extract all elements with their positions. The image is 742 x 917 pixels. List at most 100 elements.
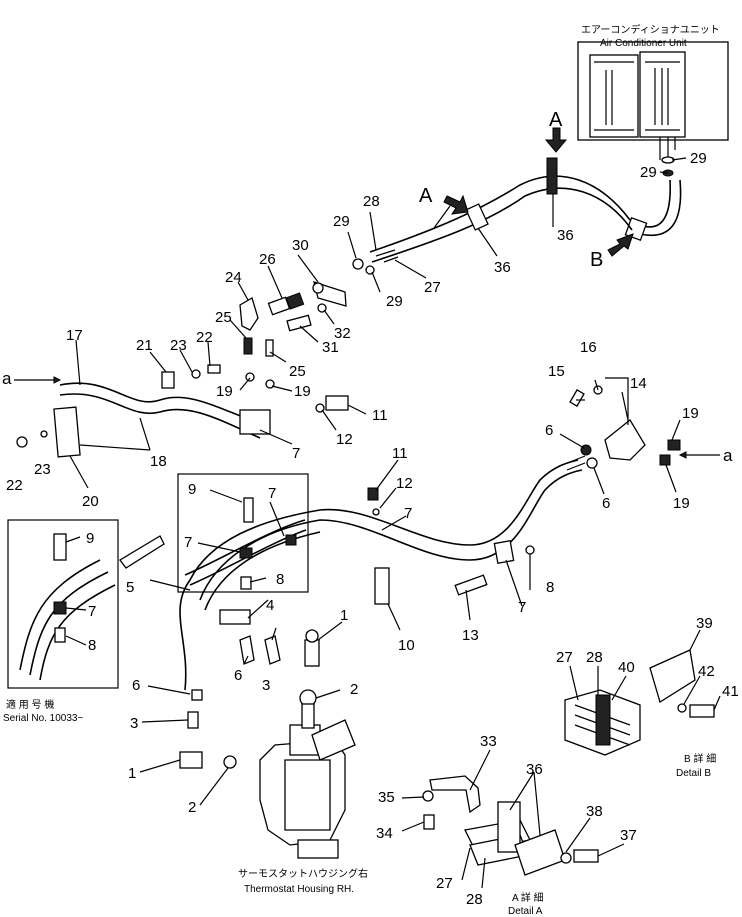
callout-1: 1 [128,765,136,782]
callout-34: 34 [376,825,393,842]
thermostat-label-jp: サーモスタットハウジング右 [238,867,368,880]
callout-numbers: 29 29 36 36 28 27 29 29 30 26 24 25 32 3… [6,150,739,908]
arrow-b: B [590,249,603,271]
callout-19: 19 [294,383,311,400]
callout-30: 30 [292,237,309,254]
callout-26: 26 [259,251,276,268]
callout-41: 41 [722,683,739,700]
thermostat-housing [179,629,356,859]
flow-a-left: a [2,369,12,388]
callout-36: 36 [526,761,543,778]
serial-label-en: Serial No. 10033~ [3,713,83,724]
upper-hoses [352,127,634,275]
callout-12: 12 [336,431,353,448]
callout-4: 4 [266,597,274,614]
thermostat-label-en: Thermostat Housing RH. [244,884,354,895]
callout-6: 6 [602,495,610,512]
callout-11: 11 [392,445,408,462]
callout-39: 39 [696,615,713,632]
callout-16: 16 [580,339,597,356]
callout-35: 35 [378,789,395,806]
callout-19: 19 [673,495,690,512]
callout-40: 40 [618,659,635,676]
callout-36: 36 [494,259,511,276]
callout-2: 2 [350,681,358,698]
callout-23: 23 [34,461,51,478]
arrow-a-left: A [419,185,433,207]
callout-2: 2 [188,799,196,816]
air-conditioner-label-jp: エアーコンディショナユニット [581,23,720,36]
callout-23: 23 [170,337,187,354]
callout-31: 31 [322,339,339,356]
serial-detail [19,533,116,681]
callout-29: 29 [690,150,707,167]
callout-27: 27 [424,279,441,296]
left-hose-assembly [16,364,349,458]
detail-a-label-jp: A 詳 細 [512,891,544,904]
callout-7: 7 [518,599,526,616]
flow-a-right: a [723,446,733,465]
callout-8: 8 [88,637,96,654]
callout-19: 19 [682,405,699,422]
callout-25: 25 [289,363,306,380]
callout-22: 22 [6,477,23,494]
callout-37: 37 [620,827,637,844]
callout-3: 3 [262,677,270,694]
clamp-detail [184,497,307,590]
detail-box-serial [7,519,119,689]
callout-14: 14 [630,375,647,392]
callout-7: 7 [184,534,192,551]
callout-13: 13 [462,627,479,644]
callout-29: 29 [640,164,657,181]
callout-20: 20 [82,493,99,510]
callout-8: 8 [546,579,554,596]
right-fittings [569,377,681,469]
callout-6: 6 [234,667,242,684]
callout-42: 42 [698,663,715,680]
callout-7: 7 [88,603,96,620]
callout-21: 21 [136,337,153,354]
detail-b [564,649,715,756]
serial-label-jp: 適 用 号 機 [6,698,54,711]
callout-3: 3 [130,715,138,732]
detail-b-label-en: Detail B [676,768,711,779]
flow-arrowhead-right [678,451,687,459]
callout-19: 19 [216,383,233,400]
callout-7: 7 [404,505,412,522]
air-conditioner-label-en: Air Conditioner Unit [600,38,687,49]
fittings-group-top [239,281,347,357]
detail-box-clamp [177,473,309,593]
callout-25: 25 [215,309,232,326]
callout-33: 33 [480,733,497,750]
detail-a-label-en: Detail A [508,906,543,917]
callout-29: 29 [333,213,350,230]
callout-7: 7 [292,445,300,462]
callout-12: 12 [396,475,413,492]
callout-28: 28 [363,193,380,210]
detail-a [422,775,599,876]
callout-28: 28 [586,649,603,666]
callout-18: 18 [150,453,167,470]
main-hoses [119,455,586,701]
callout-22: 22 [196,329,213,346]
callout-27: 27 [436,875,453,892]
callout-7: 7 [268,485,276,502]
flow-arrowhead-left [53,376,62,384]
leader-lines [65,157,721,889]
air-conditioner-unit [577,41,729,177]
detail-b-label-jp: B 詳 細 [684,752,716,765]
callout-5: 5 [126,579,134,596]
callout-8: 8 [276,571,284,588]
callout-10: 10 [398,637,415,654]
callout-6: 6 [545,422,553,439]
callout-9: 9 [86,530,94,547]
callout-27: 27 [556,649,573,666]
callout-9: 9 [188,481,196,498]
callout-29: 29 [386,293,403,310]
ac-hoses [624,179,682,242]
callout-1: 1 [340,607,348,624]
callout-28: 28 [466,891,483,908]
arrow-a-top: A [549,109,563,131]
callout-38: 38 [586,803,603,820]
